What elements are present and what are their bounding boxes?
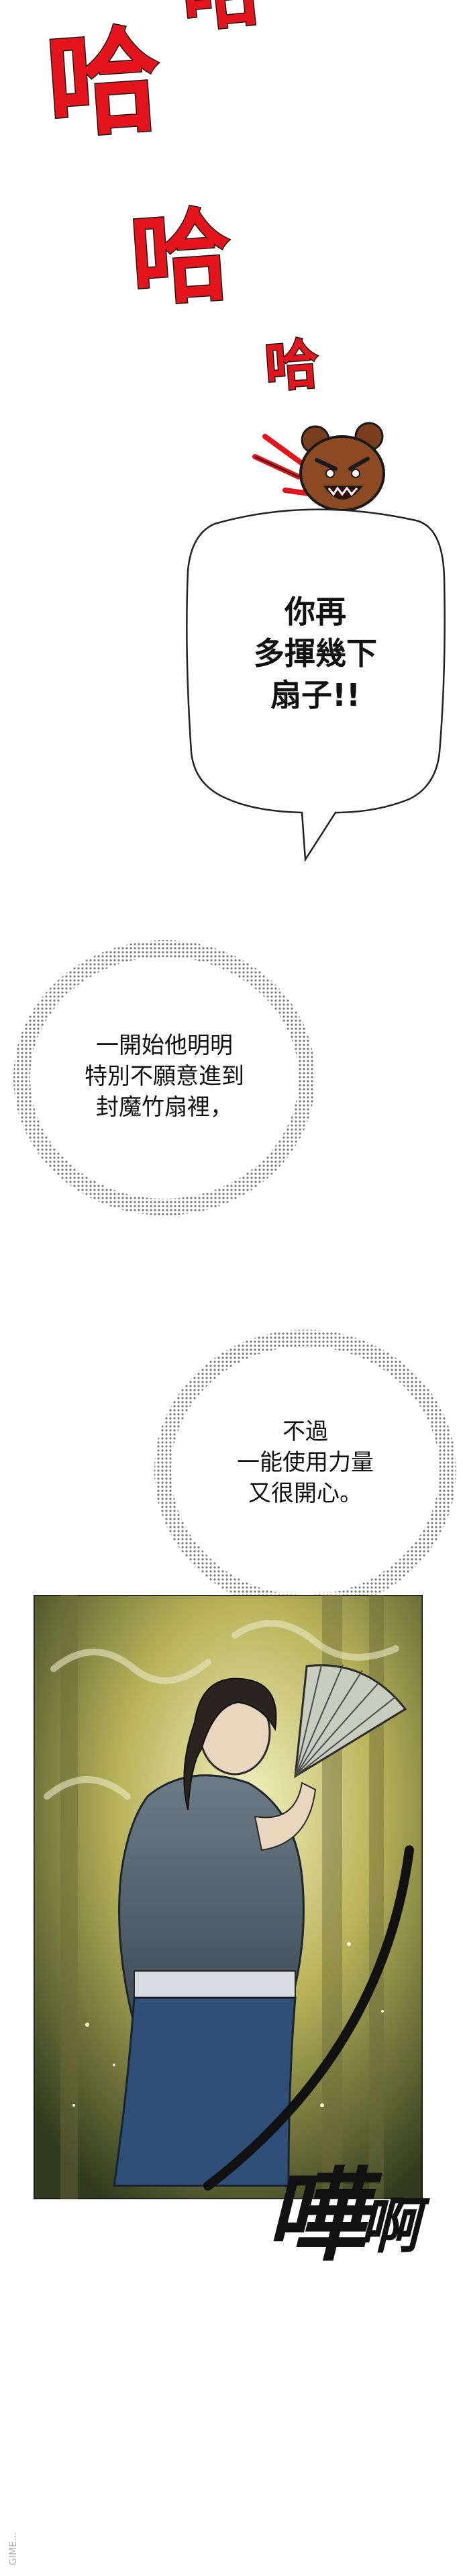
speech-bubble-text: 你再 多揮幾下 扇子!! [254, 594, 377, 714]
sfx-laugh-large-1: 哈 [42, 13, 166, 155]
thought-bubble-2-text: 不過 一能使用力量 又很開心。 [237, 1418, 374, 1507]
angry-bear-chibi-icon [252, 422, 385, 512]
sfx-laugh-small: 哈 [262, 332, 321, 400]
sfx-laugh-cropped: 哈 [176, 0, 268, 44]
thought-bubble-2-shape [154, 1330, 456, 1612]
character-fan-panel [34, 1595, 423, 2199]
speech-bubble-shape [186, 508, 446, 862]
sfx-laugh-large-2: 哈 [126, 195, 237, 321]
watermark-text: GIME... [8, 2532, 19, 2565]
sfx-swing-small: 啊 [359, 2191, 419, 2262]
thought-bubble-1-text: 一開始他明明 特別不願意進到 封魔竹扇裡， [85, 1032, 244, 1121]
thought-bubble-1-shape [13, 940, 315, 1215]
sfx-swing-large: 嘩 [265, 2157, 366, 2275]
